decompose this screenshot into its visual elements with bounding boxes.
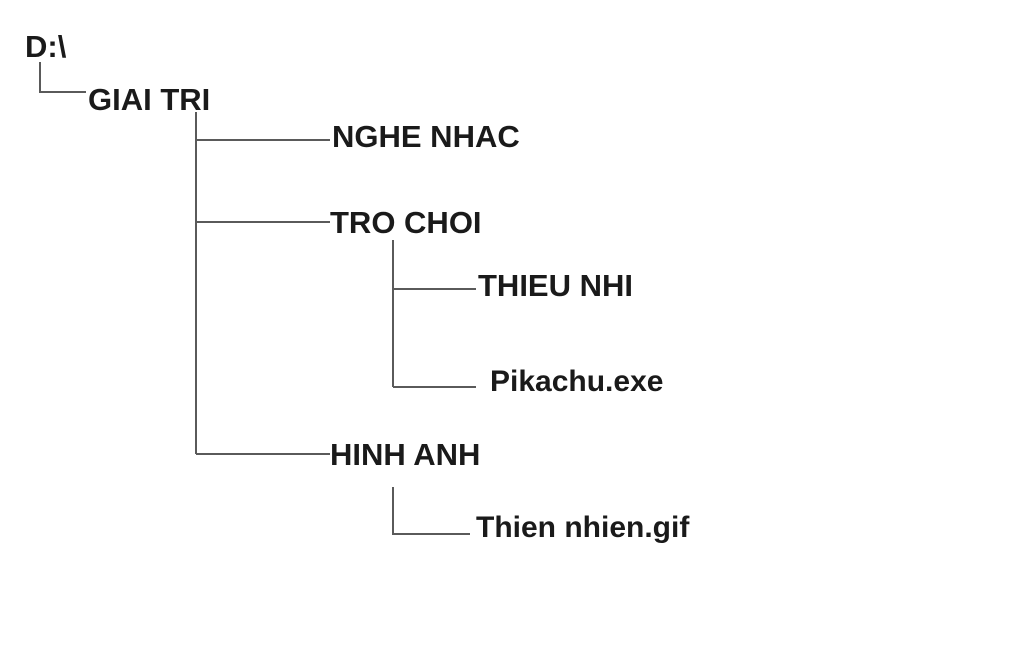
node-file-thien-nhien: Thien nhien.gif — [476, 511, 690, 544]
node-folder-thieu-nhi: THIEU NHI — [478, 268, 633, 303]
node-folder-tro-choi: TRO CHOI — [330, 205, 482, 240]
node-folder-giai-tri: GIAI TRI — [88, 82, 211, 117]
node-folder-nghe-nhac: NGHE NHAC — [332, 119, 520, 154]
node-folder-hinh-anh: HINH ANH — [330, 437, 481, 472]
connector-hinh-anh-thien-nhien — [392, 487, 470, 535]
node-file-pikachu: Pikachu.exe — [490, 365, 664, 398]
node-root-drive: D:\ — [25, 29, 67, 64]
connector-root-giai-tri — [39, 62, 86, 93]
